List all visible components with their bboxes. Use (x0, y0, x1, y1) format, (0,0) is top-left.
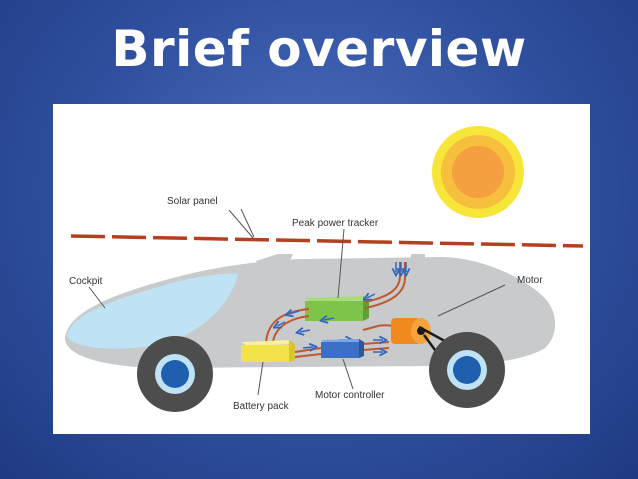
label-cockpit: Cockpit (69, 276, 103, 287)
rear-wheel (429, 332, 505, 408)
motor-controller-box (321, 339, 364, 358)
peak-power-tracker-box (305, 296, 369, 321)
solar-panel (70, 234, 584, 248)
flow-arrows (277, 262, 406, 352)
front-wheel (137, 336, 213, 412)
label-battery-pack: Battery pack (233, 401, 290, 412)
leader-lines (88, 208, 506, 396)
cockpit-glass (67, 273, 238, 349)
label-motor: Motor (517, 275, 543, 286)
solar-car-diagram: Solar panel Peak power tracker Cockpit M… (65, 126, 584, 412)
label-motor-controller: Motor controller (315, 390, 385, 401)
battery-pack-box (241, 340, 295, 362)
slide-title: Brief overview (111, 20, 527, 78)
diagram-panel: Solar panel Peak power tracker Cockpit M… (53, 104, 590, 434)
label-peak-power-tracker: Peak power tracker (292, 218, 379, 229)
sun (432, 126, 524, 218)
label-solar-panel: Solar panel (167, 196, 218, 207)
